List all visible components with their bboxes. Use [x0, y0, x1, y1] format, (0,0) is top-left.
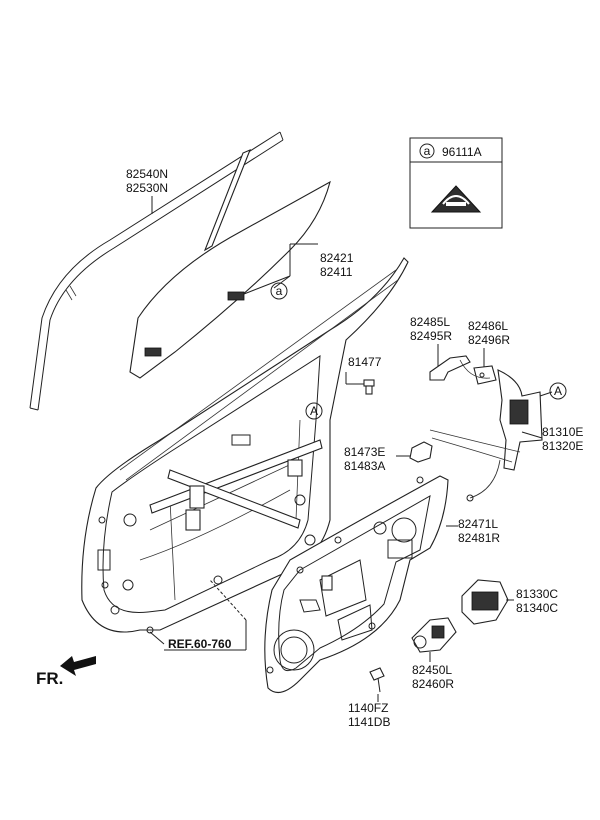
label-81330C: 81330C: [516, 587, 558, 601]
label-82485L: 82485L: [410, 315, 450, 329]
label-81473E: 81473E: [344, 445, 385, 459]
label-82486L: 82486L: [468, 319, 508, 333]
regulator-motor: [411, 617, 457, 653]
circle-A-door: A: [310, 404, 318, 418]
label-81320E: 81320E: [542, 439, 583, 453]
label-1140FZ: 1140FZ: [348, 701, 388, 715]
label-82450L: 82450L: [412, 663, 452, 677]
door-glass: [129, 180, 331, 379]
label-82460R: 82460R: [412, 677, 454, 691]
circle-a-glass: a: [276, 284, 283, 298]
label-82481R: 82481R: [458, 531, 500, 545]
label-82411: 82411: [320, 265, 353, 279]
circle-A-latch: A: [554, 384, 562, 398]
glass-run-channel: [29, 131, 284, 411]
handle-bracket: [429, 355, 497, 385]
label-82421: 82421: [320, 251, 354, 265]
label-81340C: 81340C: [516, 601, 558, 615]
label-82540N: 82540N: [126, 167, 168, 181]
label-1141DB: 1141DB: [348, 715, 390, 729]
ref-label: REF.60-760: [168, 637, 232, 651]
label-82471L: 82471L: [458, 517, 498, 531]
legend-box: a 96111A: [409, 137, 503, 229]
label-81310E: 81310E: [542, 425, 583, 439]
clip-81477: [363, 379, 375, 395]
label-82530N: 82530N: [126, 181, 168, 195]
door-frame: [81, 257, 409, 634]
door-latch: [429, 359, 543, 502]
label-82495R: 82495R: [410, 329, 452, 343]
bolt: [369, 667, 385, 693]
door-module-panel: [264, 475, 449, 694]
legend-part-number: 96111A: [442, 145, 482, 159]
legend-circle-letter: a: [424, 144, 431, 158]
front-indicator: FR.: [36, 669, 63, 688]
inside-handle: [461, 579, 509, 625]
warning-label-icon: [430, 185, 482, 213]
label-81483A: 81483A: [344, 459, 385, 473]
label-81477: 81477: [348, 355, 382, 369]
label-82496R: 82496R: [468, 333, 510, 347]
front-arrow-icon: [60, 656, 96, 676]
rod-clip: [409, 441, 433, 463]
